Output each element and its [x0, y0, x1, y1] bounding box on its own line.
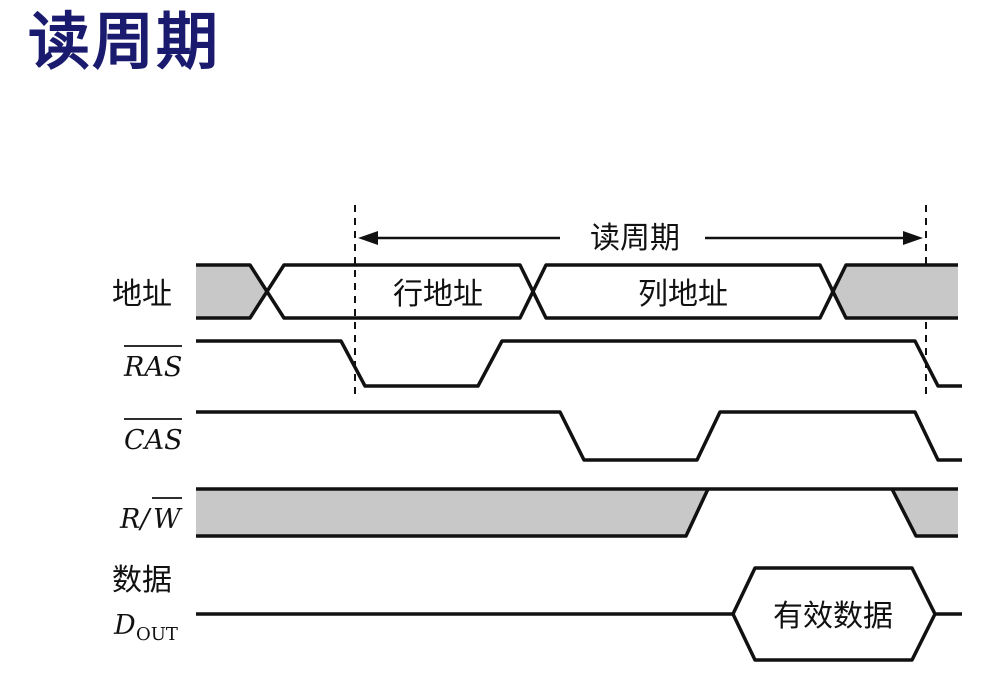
svg-text:RAS: RAS: [123, 352, 182, 383]
cas-wave: [196, 410, 962, 462]
svg-text:CAS: CAS: [124, 425, 183, 456]
svg-text:W: W: [153, 504, 183, 535]
svg-text:D: D: [113, 610, 136, 641]
signal-label-data: 数据: [112, 563, 172, 598]
signal-label-cas: CAS: [124, 418, 183, 456]
column-address-label: 列地址: [638, 277, 728, 312]
cycle-label: 读周期: [590, 221, 680, 256]
svg-text:R/: R/: [119, 504, 152, 535]
page-title: 读周期: [28, 5, 221, 78]
dout-wave: [196, 566, 962, 662]
address-bus-wave: [196, 263, 958, 320]
valid-data-label: 有效数据: [773, 599, 893, 634]
signal-label-rw: R/ W: [119, 497, 183, 535]
signal-label-address: 地址: [112, 277, 172, 312]
rw-wave: [196, 487, 958, 538]
signal-label-dout: D OUT: [113, 610, 178, 645]
ras-wave: [196, 339, 962, 388]
signal-label-ras: RAS: [123, 345, 182, 383]
row-address-label: 行地址: [393, 277, 483, 312]
cycle-arrow: [358, 231, 923, 245]
svg-text:OUT: OUT: [136, 624, 178, 645]
